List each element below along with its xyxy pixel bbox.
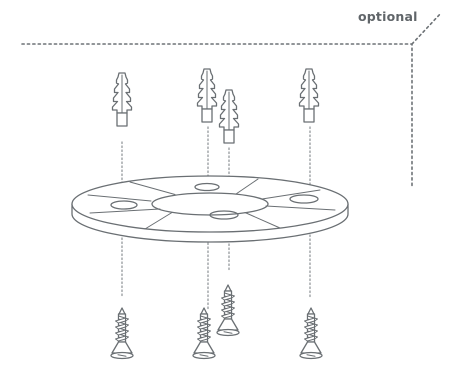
- wall-anchor: [196, 68, 218, 123]
- screws: [110, 284, 323, 360]
- wall-anchors: [111, 68, 320, 144]
- screw: [299, 307, 323, 360]
- wall-anchor: [298, 68, 320, 123]
- mounting-plate: [71, 175, 349, 243]
- wall-anchor: [111, 72, 133, 127]
- optional-boundary: [21, 12, 442, 187]
- screw: [192, 307, 216, 360]
- screw: [216, 284, 240, 337]
- screw: [110, 307, 134, 360]
- optional-label: optional: [358, 9, 418, 24]
- wall-anchor: [218, 89, 240, 144]
